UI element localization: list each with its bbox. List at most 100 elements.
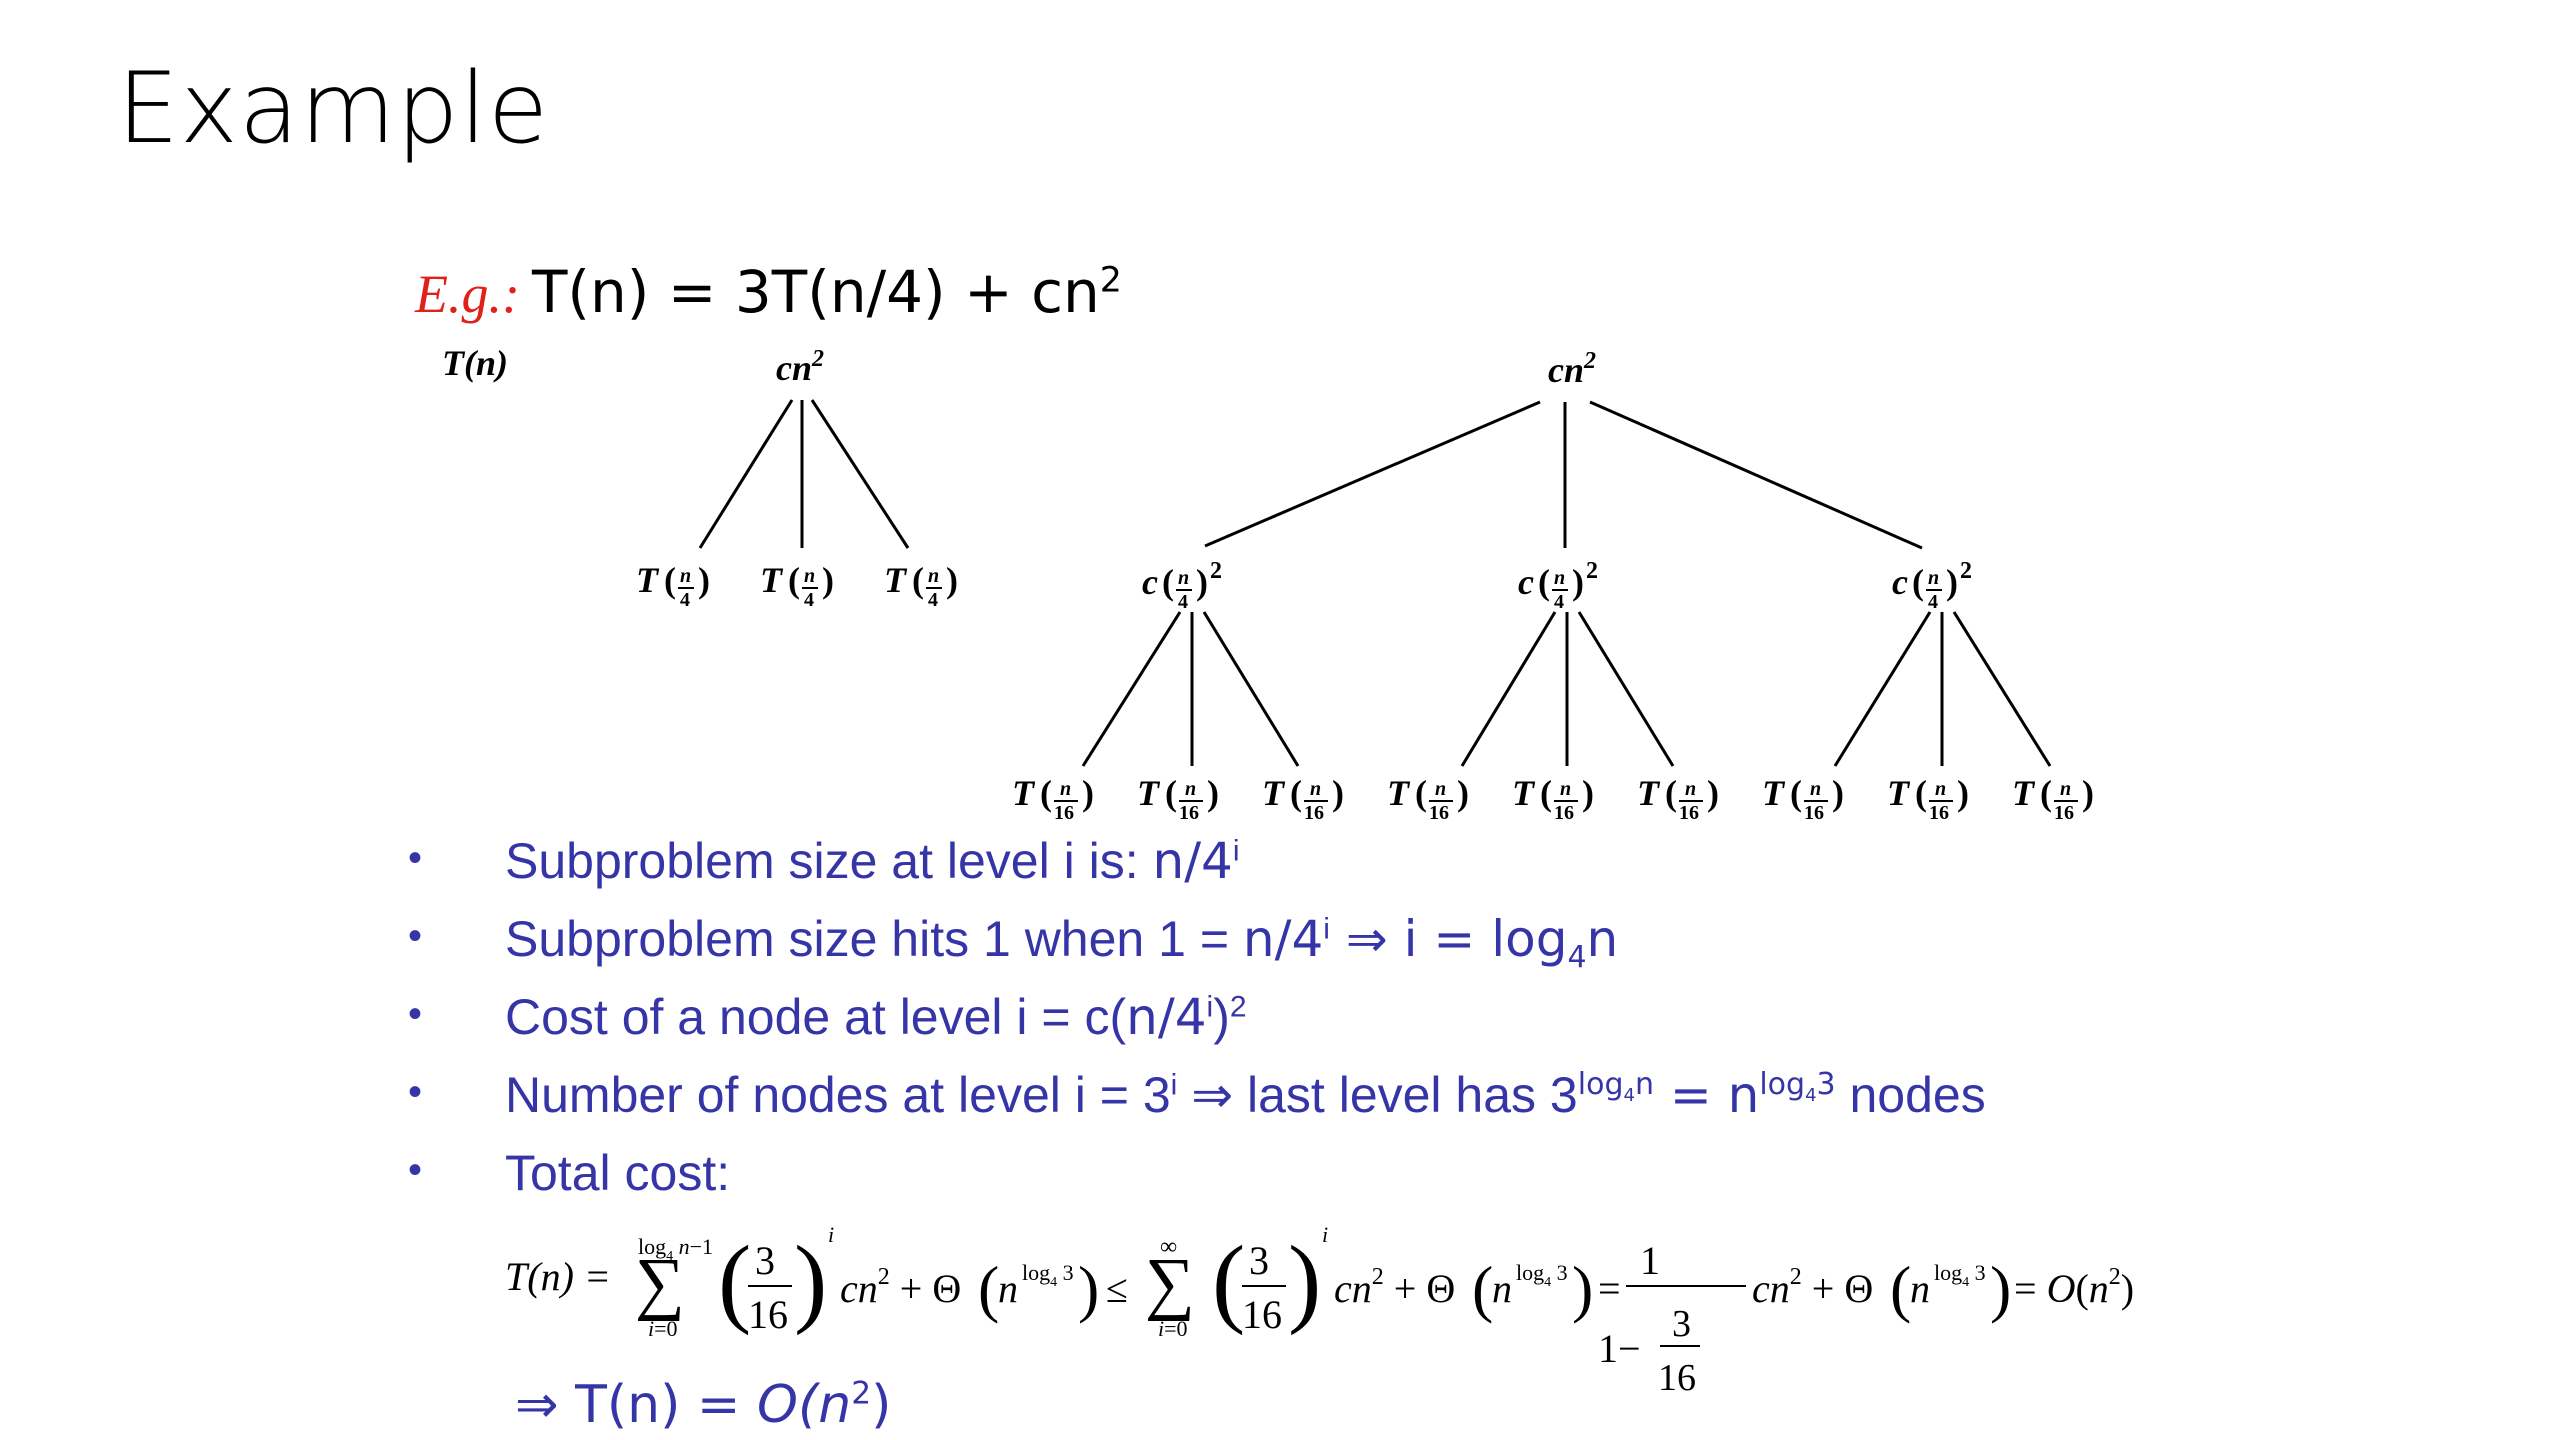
bullet-sup: i	[1323, 912, 1330, 946]
recurrence-exponent: 2	[1099, 260, 1122, 301]
svg-text:): )	[1572, 562, 1584, 602]
svg-text:T: T	[1387, 773, 1411, 813]
svg-text:3: 3	[1672, 1303, 1691, 1345]
svg-text:(: (	[1415, 773, 1427, 813]
slide-title: Example	[117, 52, 550, 166]
svg-text:(: (	[1540, 773, 1552, 813]
svg-text:∞: ∞	[1160, 1234, 1177, 1260]
svg-text:T: T	[1637, 773, 1661, 813]
svg-text:(: (	[1162, 562, 1174, 602]
svg-text:T: T	[1012, 773, 1036, 813]
svg-text:i=0: i=0	[1158, 1316, 1188, 1341]
bullet-text-post: nodes	[1835, 1067, 1986, 1123]
conclusion: ⇒ T(n) = O(n2)	[515, 1375, 891, 1435]
svg-text:T: T	[884, 560, 908, 600]
svg-text:c: c	[1142, 562, 1158, 602]
svg-text:T: T	[1762, 773, 1786, 813]
bullet-text-pre: Total cost:	[505, 1145, 731, 1201]
svg-text:): )	[1207, 773, 1219, 813]
svg-text:1−: 1−	[1598, 1326, 1641, 1371]
svg-text:3: 3	[755, 1238, 775, 1283]
bullet-sup: i	[1170, 1068, 1178, 1102]
svg-text:16: 16	[748, 1292, 788, 1337]
tree-leaf-t-n-over-16: T(n16)	[2012, 773, 2094, 824]
svg-text:16: 16	[1679, 802, 1699, 824]
svg-text:(: (	[1790, 773, 1802, 813]
svg-text:): )	[946, 560, 958, 600]
svg-text:n: n	[1435, 778, 1446, 800]
bullet-marker: •	[408, 836, 423, 880]
bullet-text-pre: Number of nodes at level i = 3	[505, 1067, 1171, 1123]
bullet-arrow-text: ⇒ last level has 3	[1177, 1067, 1578, 1123]
svg-text:): )	[1957, 773, 1969, 813]
svg-text:n: n	[998, 1266, 1018, 1311]
svg-text:n: n	[1935, 778, 1946, 800]
svg-text:(: (	[1165, 773, 1177, 813]
svg-text:16: 16	[1054, 802, 1074, 824]
bullet-sup: i	[1206, 990, 1214, 1024]
bullet-text-post: )	[1213, 989, 1230, 1045]
svg-text:T(n) =: T(n) =	[505, 1254, 611, 1299]
svg-text:n: n	[1554, 567, 1565, 589]
svg-text:i=0: i=0	[648, 1316, 678, 1341]
svg-text:≤: ≤	[1106, 1266, 1128, 1311]
svg-text:= O(n2): = O(n2)	[2014, 1264, 2134, 1311]
svg-text:(: (	[1890, 1253, 1911, 1324]
svg-text:(: (	[1912, 562, 1924, 602]
svg-text:n: n	[680, 565, 691, 587]
big-tree-root-text: cn	[1548, 350, 1584, 390]
example-label: E.g.:	[415, 264, 520, 324]
svg-text:1: 1	[1640, 1238, 1660, 1283]
svg-text:2: 2	[1960, 558, 1972, 584]
bullet-sup: i	[1232, 834, 1240, 868]
svg-text:n: n	[1492, 1266, 1512, 1311]
small-tree-leaves: T( n4 ) T( n4 ) T( n4 )	[636, 560, 958, 611]
svg-text:16: 16	[1179, 802, 1199, 824]
conclusion-exponent: 2	[851, 1375, 872, 1412]
svg-text:(: (	[718, 1225, 751, 1336]
svg-text:T: T	[636, 560, 660, 600]
svg-text:T: T	[2012, 773, 2036, 813]
bullet-text-pre: Cost of a node at level i = c(	[505, 989, 1127, 1045]
svg-text:(: (	[1040, 773, 1052, 813]
svg-text:): )	[698, 560, 710, 600]
bullet-equals-n: = n	[1653, 1066, 1760, 1124]
svg-text:i: i	[828, 1222, 834, 1247]
svg-text:16: 16	[1929, 802, 1949, 824]
svg-text:4: 4	[1928, 591, 1938, 613]
svg-text:): )	[1990, 1253, 2011, 1324]
svg-text:4: 4	[1554, 591, 1564, 613]
svg-text:cn2 + Θ: cn2 + Θ	[1334, 1264, 1455, 1311]
implies-arrow: ⇒	[515, 1375, 559, 1435]
svg-text:4: 4	[1178, 591, 1188, 613]
svg-text:4: 4	[804, 589, 814, 611]
bullet-text-pre: Subproblem size at level i is:	[505, 833, 1153, 889]
svg-text:n: n	[2060, 778, 2071, 800]
bullet-math: n/4	[1126, 988, 1207, 1046]
svg-text:4: 4	[680, 589, 690, 611]
svg-text:(: (	[1212, 1225, 1245, 1336]
svg-text:): )	[1946, 562, 1958, 602]
conclusion-result: O(n	[757, 1375, 852, 1435]
svg-text:(: (	[1538, 562, 1550, 602]
tree-leaf-t-n-over-16: T(n16)	[1637, 773, 1719, 824]
svg-text:16: 16	[1429, 802, 1449, 824]
bullet-math: n/4	[1242, 910, 1324, 968]
bullet-exponent: 2	[1229, 990, 1247, 1024]
svg-text:16: 16	[1804, 802, 1824, 824]
svg-text:n: n	[1178, 567, 1189, 589]
svg-text:n: n	[1185, 778, 1196, 800]
tree-node-c-n-over-4-squared: c( n4 )2	[1518, 558, 1598, 613]
svg-text:): )	[1707, 773, 1719, 813]
tree-leaf-t-n-over-16: T(n16)	[1762, 773, 1844, 824]
big-tree-root: cn2	[1548, 348, 1596, 390]
svg-text:(: (	[664, 560, 676, 600]
tree-node-c-n-over-4-squared: c( n4 )2	[1892, 558, 1972, 613]
svg-text:(: (	[1665, 773, 1677, 813]
svg-text:2: 2	[1210, 558, 1222, 584]
svg-text:16: 16	[1658, 1357, 1696, 1399]
svg-text:): )	[1572, 1253, 1593, 1324]
big-tree-level1: c( n4 )2 c( n4 )2 c( n4 )2	[1142, 558, 1972, 613]
bullet-text-pre: Subproblem size hits 1 when 1 =	[505, 911, 1243, 967]
